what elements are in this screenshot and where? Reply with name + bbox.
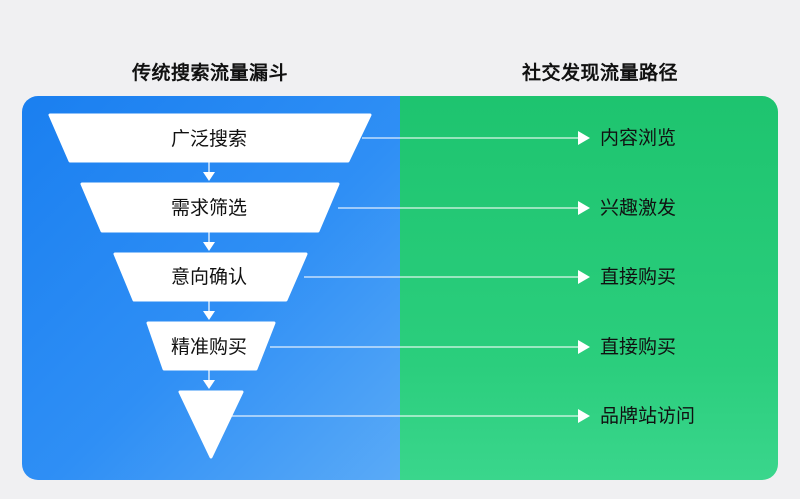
arrow-right-icon [578,270,590,284]
destination-label: 直接购买 [600,266,677,288]
arrow-right-icon [578,201,590,215]
arrow-down-icon [203,380,215,389]
destination-label: 内容浏览 [600,127,677,149]
arrow-right-icon [578,340,590,354]
funnel-stage-2 [80,182,340,233]
funnel-stage-label: 需求筛选 [170,197,247,219]
left-title: 传统搜索流量漏斗 [131,62,288,84]
funnel-stage-4 [146,321,276,371]
arrow-right-icon [578,409,590,423]
funnel-stage-3 [113,252,308,302]
arrow-down-icon [203,242,215,251]
right-title: 社交发现流量路径 [521,62,678,84]
funnel-stage-label: 精准购买 [170,336,247,358]
funnel-stage-5 [178,390,244,459]
destination-label: 品牌站访问 [600,405,696,427]
funnel-stage-label: 意向确认 [170,266,247,288]
arrow-right-icon [578,131,590,145]
destination-label: 直接购买 [600,336,677,358]
arrow-down-icon [203,172,215,181]
destination-label: 兴趣激发 [600,197,677,219]
arrow-down-icon [203,311,215,320]
funnel-stage-1 [48,113,372,163]
funnel-stage-label: 广泛搜索 [170,128,247,150]
